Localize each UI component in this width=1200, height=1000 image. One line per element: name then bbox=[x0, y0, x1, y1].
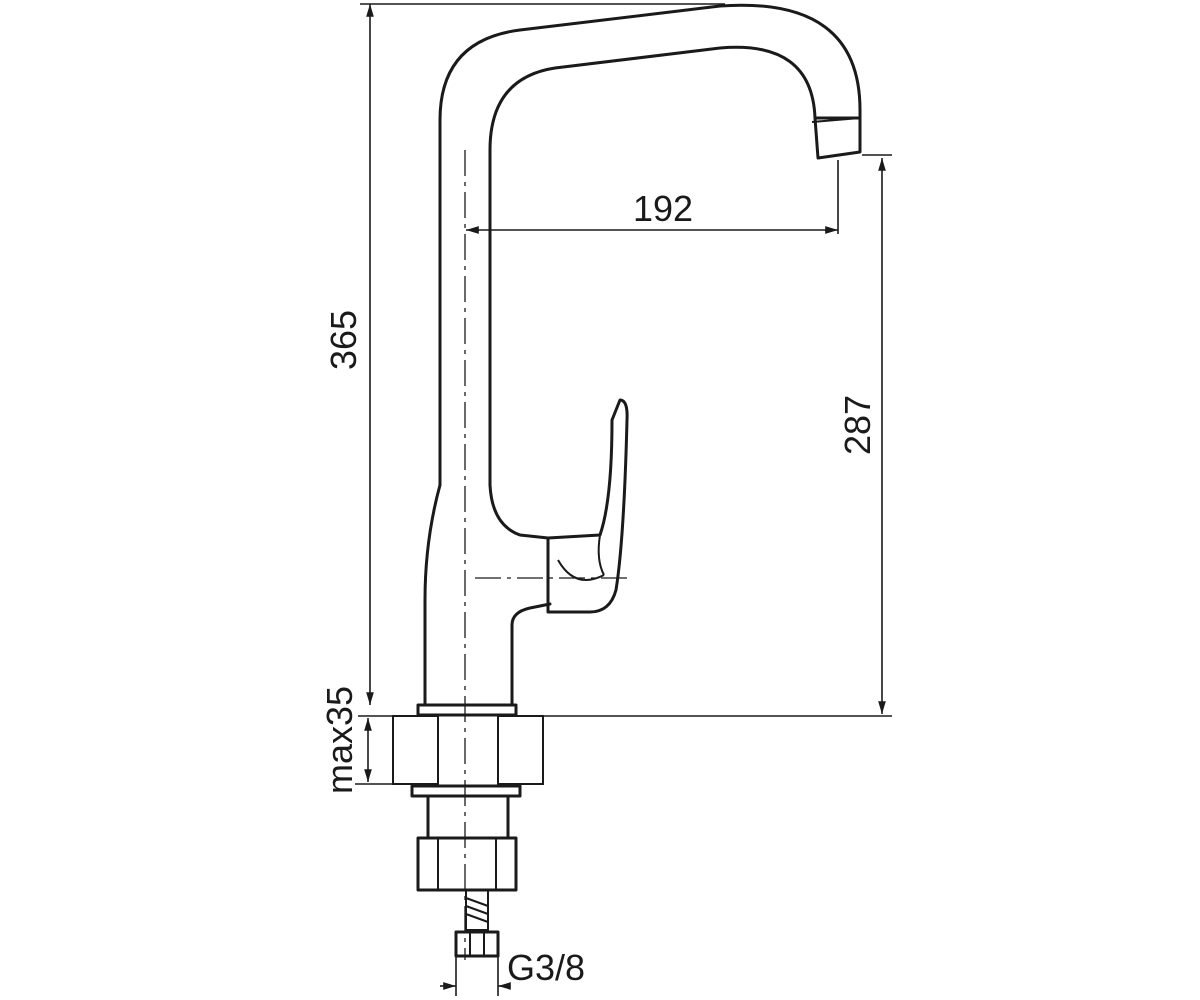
dimension-spout-height: 287 bbox=[543, 154, 892, 717]
lever-handle bbox=[546, 398, 629, 614]
thread-label: G3/8 bbox=[507, 947, 585, 988]
dimension-counter-thickness: max35 bbox=[319, 686, 393, 794]
spout-reach-label: 192 bbox=[633, 188, 693, 229]
counter-thickness-label: max35 bbox=[319, 686, 360, 794]
dimension-spout-reach: 192 bbox=[466, 160, 839, 234]
spout-height-label: 287 bbox=[837, 395, 878, 455]
countertop-section bbox=[392, 715, 544, 785]
dimension-thread: G3/8 bbox=[440, 947, 585, 996]
mounting-assembly bbox=[410, 784, 522, 892]
supply-fitting bbox=[454, 889, 500, 958]
faucet-body bbox=[416, 483, 562, 717]
overall-height-label: 365 bbox=[323, 310, 364, 370]
dimension-overall-height: 365 bbox=[323, 3, 725, 717]
spout bbox=[438, 3, 862, 487]
